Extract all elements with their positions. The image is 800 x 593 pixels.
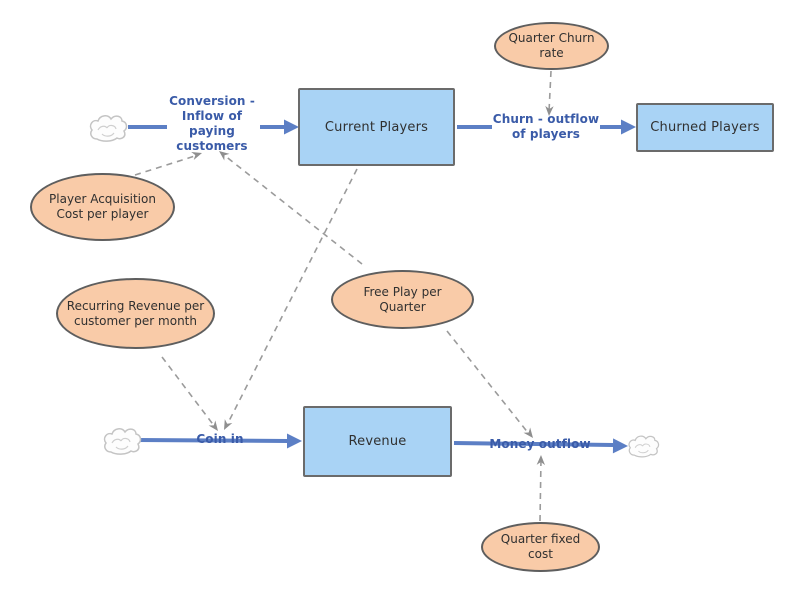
cloud-source-icon[interactable]	[89, 115, 128, 142]
connector-freeplay-to-conversion[interactable]	[223, 154, 363, 265]
variable-recurring-revenue[interactable]: Recurring Revenue per customer per month	[56, 278, 215, 349]
flow-coinin-pipe[interactable]	[136, 438, 289, 443]
stock-label: Revenue	[348, 434, 407, 449]
connector-freeplay-to-moneyoutflow[interactable]	[446, 330, 530, 435]
variable-label: Player Acquisition Cost per player	[49, 192, 156, 221]
stock-churned-players[interactable]: Churned Players	[636, 103, 774, 152]
flow-label-conversion[interactable]: Conversion - Inflow of paying customers	[169, 94, 255, 153]
connector-arrowhead	[536, 455, 546, 466]
flow-arrowhead	[287, 433, 302, 449]
variable-free-play-per-quarter[interactable]: Free Play per Quarter	[331, 270, 474, 329]
flow-arrowhead	[621, 119, 636, 135]
connector-arrowhead	[545, 105, 554, 116]
connector-recurringrevenue-to-coinin[interactable]	[161, 356, 216, 428]
variable-quarter-fixed-cost[interactable]: Quarter fixed cost	[481, 522, 600, 572]
connector-currentplayers-to-coinin[interactable]	[226, 168, 358, 426]
stock-label: Current Players	[324, 119, 429, 135]
variable-label: Quarter fixed cost	[500, 532, 581, 561]
flow-label-coin-in[interactable]: Coin in	[196, 432, 244, 446]
variable-label: Quarter Churn rate	[508, 31, 595, 60]
variable-label: Recurring Revenue per customer per month	[66, 298, 205, 328]
connector-arrowhead	[224, 419, 233, 430]
connector-arrowhead	[219, 151, 230, 161]
cloud-source-icon[interactable]	[103, 428, 142, 455]
connector-arrowhead	[191, 152, 202, 161]
variable-quarter-churn-rate[interactable]: Quarter Churn rate	[494, 22, 609, 70]
connector-arrowhead	[523, 427, 533, 438]
flow-arrowhead	[612, 438, 628, 454]
connector-fixedcost-to-moneyoutflow[interactable]	[539, 458, 542, 522]
stock-label: Churned Players	[650, 120, 760, 135]
variable-label: Free Play per Quarter	[363, 284, 442, 314]
flow-moneyoutflow-pipe[interactable]	[453, 441, 614, 447]
connector-arrowhead	[208, 420, 218, 431]
cloud-sink-icon[interactable]	[628, 435, 660, 458]
flow-arrowhead	[284, 119, 299, 135]
flow-label-money-outflow[interactable]: Money outflow	[489, 437, 591, 451]
connector-churnrate-to-churn[interactable]	[548, 70, 552, 113]
stock-revenue[interactable]: Revenue	[303, 406, 452, 477]
connector-acquisition-to-conversion[interactable]	[134, 154, 199, 176]
stock-current-players[interactable]: Current Players	[298, 88, 455, 166]
flow-label-churn[interactable]: Churn - outflow of players	[492, 112, 600, 141]
variable-player-acquisition-cost[interactable]: Player Acquisition Cost per player	[30, 173, 175, 241]
